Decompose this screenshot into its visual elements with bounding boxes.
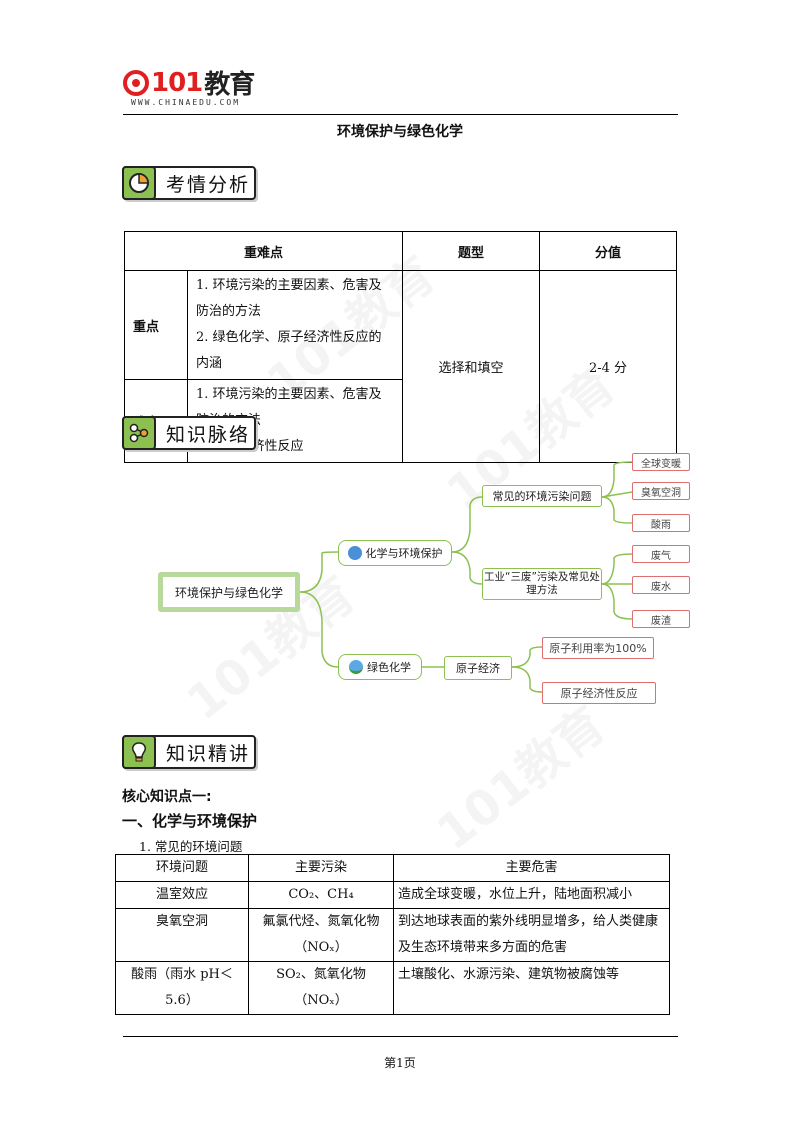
logo-mark-icon — [123, 69, 149, 96]
branch-label: 化学与环境保护 — [365, 547, 443, 560]
mindmap-leaf: 臭氧空洞 — [632, 482, 690, 500]
table-header-row: 环境问题 主要污染 主要危害 — [115, 854, 670, 882]
core-point-label: 核心知识点一: — [122, 789, 212, 805]
mindmap-sub-waste: 工业“三废”污染及常见处理方法 — [482, 568, 602, 600]
question-type: 选择和填空 — [402, 270, 540, 463]
table-header: 环境问题 — [115, 854, 249, 882]
row-label: 重点 — [124, 270, 188, 380]
subsection-heading: 1. 常见的环境问题 — [139, 839, 243, 854]
mindmap-leaf: 全球变暖 — [632, 453, 690, 471]
table-header: 题型 — [402, 231, 540, 271]
section-title: 知识脉络 — [166, 423, 251, 446]
section-knowledge-map: 知识脉络 — [122, 416, 256, 450]
list-item: 2. 绿色化学、原子经济性反应的内涵 — [196, 330, 382, 371]
doc-title: 环境保护与绿色化学 — [337, 124, 463, 140]
mindmap-root: 环境保护与绿色化学 — [158, 572, 300, 612]
table-header: 重难点 — [124, 231, 403, 271]
cell-harm: 土壤酸化、水源污染、建筑物被腐蚀等 — [393, 961, 670, 1015]
section-knowledge-detail: 知识精讲 — [122, 735, 256, 769]
table-header: 分值 — [539, 231, 677, 271]
table-header: 主要污染 — [248, 854, 394, 882]
footer-divider — [123, 1036, 678, 1037]
mindmap-branch-env: 化学与环境保护 — [338, 540, 452, 566]
logo-number: 101 — [151, 67, 203, 98]
page-number: 第1页 — [384, 1056, 416, 1070]
table-row: 酸雨（雨水 pH＜5.6） SO₂、氮氧化物（NOₓ） 土壤酸化、水源污染、建筑… — [115, 961, 670, 1015]
mindmap-branch-green: 绿色化学 — [338, 654, 422, 680]
cell-problem: 臭氧空洞 — [115, 908, 249, 962]
logo-site: WWW.CHINAEDU.COM — [131, 98, 241, 107]
cell-pollutant: SO₂、氮氧化物（NOₓ） — [248, 961, 394, 1015]
table-header: 主要危害 — [393, 854, 670, 882]
globe-icon — [347, 546, 362, 560]
cell-harm: 到达地球表面的紫外线明显增多，给人类健康及生态环境带来多方面的危害 — [393, 908, 670, 962]
logo: 101 教育 — [123, 64, 255, 101]
logo-cn: 教育 — [204, 70, 255, 100]
mindmap-leaf: 酸雨 — [632, 514, 690, 532]
lightbulb-icon — [122, 735, 156, 769]
table-row: 臭氧空洞 氟氯代烃、氮氧化物（NOₓ） 到达地球表面的紫外线明显增多，给人类健康… — [115, 908, 670, 962]
mindmap-leaf: 原子经济性反应 — [542, 682, 656, 704]
table-row: 重点 1. 环境污染的主要因素、危害及防治的方法 2. 绿色化学、原子经济性反应… — [124, 270, 677, 463]
cell-pollutant: 氟氯代烃、氮氧化物（NOₓ） — [248, 908, 394, 962]
section-title: 考情分析 — [166, 173, 251, 196]
mindmap-leaf: 废气 — [632, 545, 690, 563]
env-problems-table: 环境问题 主要污染 主要危害 温室效应 CO₂、CH₄ 造成全球变暖，水位上升，… — [115, 854, 670, 1015]
branch-label: 绿色化学 — [367, 661, 411, 674]
mindmap-leaf: 废水 — [632, 576, 690, 594]
row-items: 1. 环境污染的主要因素、危害及防治的方法 2. 绿色化学、原子经济性反应的内涵 — [187, 270, 403, 380]
mindmap-connectors — [299, 461, 633, 693]
exam-table: 重难点 题型 分值 重点 1. 环境污染的主要因素、危害及防治的方法 2. 绿色… — [124, 231, 677, 463]
cell-problem: 温室效应 — [115, 881, 249, 909]
earth-plant-icon — [349, 660, 363, 674]
cell-harm: 造成全球变暖，水位上升，陆地面积减小 — [393, 881, 670, 909]
cell-pollutant: CO₂、CH₄ — [248, 881, 394, 909]
section-heading: 一、化学与环境保护 — [122, 812, 258, 830]
header-divider — [123, 114, 678, 115]
mindmap-sub-atom: 原子经济 — [444, 656, 512, 680]
list-item: 1. 环境污染的主要因素、危害及防治的方法 — [196, 278, 382, 319]
section-title: 知识精讲 — [166, 742, 251, 765]
network-icon — [122, 416, 156, 450]
table-row: 温室效应 CO₂、CH₄ 造成全球变暖，水位上升，陆地面积减小 — [115, 881, 670, 909]
mindmap-leaf: 废渣 — [632, 610, 690, 628]
section-analysis: 考情分析 — [122, 166, 256, 200]
pie-chart-icon — [122, 166, 156, 200]
mindmap-sub-pollution: 常见的环境污染问题 — [482, 485, 602, 507]
cell-problem: 酸雨（雨水 pH＜5.6） — [115, 961, 249, 1015]
score: 2-4 分 — [539, 270, 677, 463]
mindmap-leaf: 原子利用率为100% — [542, 637, 654, 659]
